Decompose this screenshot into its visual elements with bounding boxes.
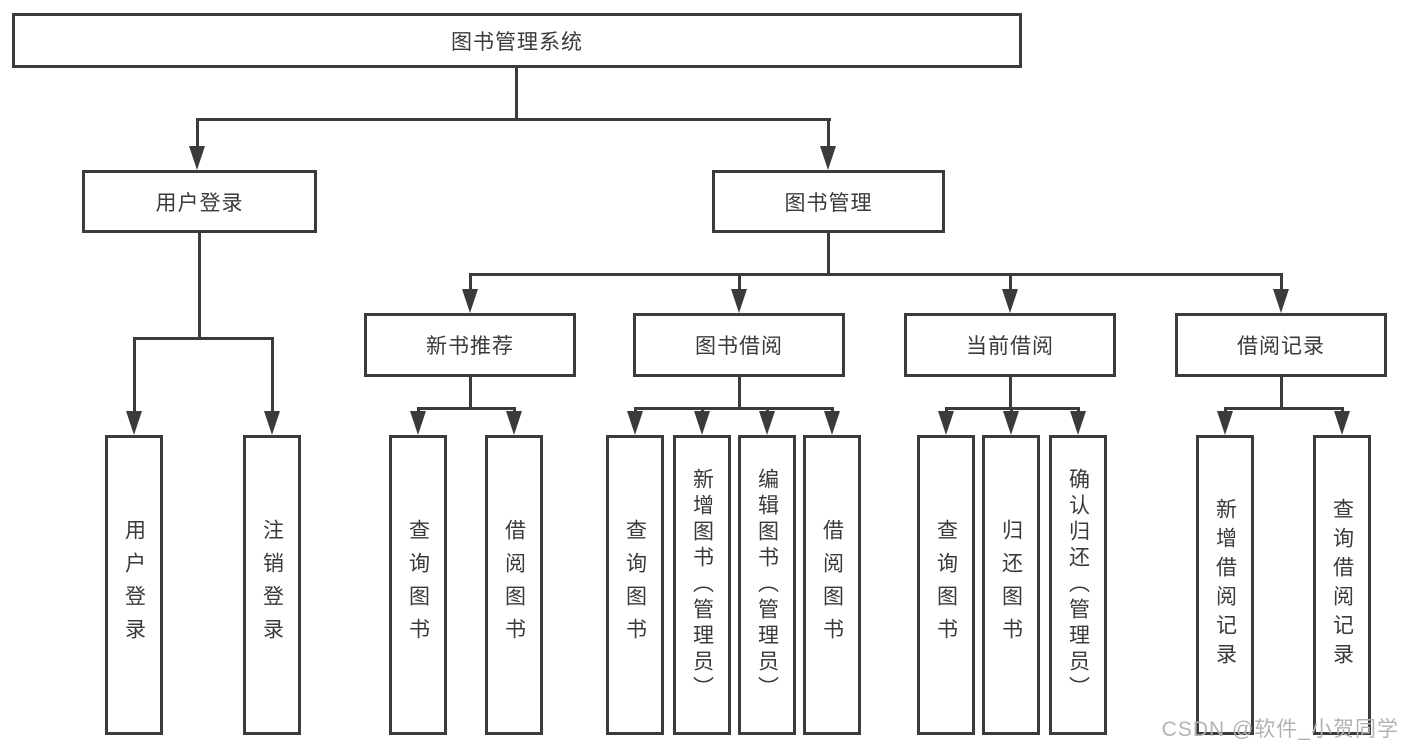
- connector-line: [1224, 407, 1344, 410]
- connector-line: [827, 118, 830, 152]
- node-book-borrow: 图书借阅: [633, 313, 845, 377]
- connector-line: [196, 118, 199, 152]
- node-return-books: 归还图书: [982, 435, 1040, 735]
- arrow-down-icon: [462, 289, 478, 313]
- node-user-login-leaf: 用户登录: [105, 435, 163, 735]
- node-borrow-records: 借阅记录: [1175, 313, 1387, 377]
- node-add-book-admin: 新增图书（管理员）: [673, 435, 731, 735]
- connector-line: [469, 377, 472, 407]
- node-query-books-recommend: 查询图书: [389, 435, 447, 735]
- arrow-down-icon: [694, 411, 710, 435]
- connector-line: [1009, 377, 1012, 407]
- node-new-book-recommend: 新书推荐: [364, 313, 576, 377]
- node-query-books-current: 查询图书: [917, 435, 975, 735]
- connector-line: [634, 407, 834, 410]
- arrow-down-icon: [824, 411, 840, 435]
- connector-line: [469, 273, 472, 295]
- node-book-management: 图书管理: [712, 170, 945, 233]
- arrow-down-icon: [820, 146, 836, 170]
- node-current-borrow: 当前借阅: [904, 313, 1116, 377]
- arrow-down-icon: [1002, 289, 1018, 313]
- connector-line: [515, 68, 518, 120]
- csdn-watermark: CSDN @软件_小贺同学: [1161, 718, 1399, 741]
- arrow-down-icon: [1273, 289, 1289, 313]
- node-add-borrow-record: 新增借阅记录: [1196, 435, 1254, 735]
- node-library-system: 图书管理系统: [12, 13, 1022, 68]
- arrow-down-icon: [731, 289, 747, 313]
- arrow-down-icon: [1070, 411, 1086, 435]
- arrow-down-icon: [1217, 411, 1233, 435]
- connector-line: [417, 407, 516, 410]
- connector-line: [1280, 273, 1283, 295]
- node-query-books-borrow: 查询图书: [606, 435, 664, 735]
- connector-line: [133, 337, 274, 340]
- node-logout: 注销登录: [243, 435, 301, 735]
- connector-line: [271, 337, 274, 415]
- connector-line: [1280, 377, 1283, 407]
- connector-line: [1009, 273, 1012, 295]
- connector-line: [827, 233, 830, 276]
- arrow-down-icon: [1334, 411, 1350, 435]
- arrow-down-icon: [189, 146, 205, 170]
- connector-line: [738, 273, 741, 295]
- node-edit-book-admin: 编辑图书（管理员）: [738, 435, 796, 735]
- node-borrow-books-recommend: 借阅图书: [485, 435, 543, 735]
- node-user-login: 用户登录: [82, 170, 317, 233]
- connector-line: [133, 337, 136, 415]
- arrow-down-icon: [759, 411, 775, 435]
- connector-line: [738, 377, 741, 407]
- connector-line: [198, 233, 201, 337]
- node-borrow-books-borrow: 借阅图书: [803, 435, 861, 735]
- arrow-down-icon: [264, 411, 280, 435]
- arrow-down-icon: [506, 411, 522, 435]
- connector-line: [196, 118, 831, 121]
- arrow-down-icon: [1003, 411, 1019, 435]
- connector-line: [469, 273, 1283, 276]
- node-confirm-return-admin: 确认归还（管理员）: [1049, 435, 1107, 735]
- node-query-borrow-record: 查询借阅记录: [1313, 435, 1371, 735]
- arrow-down-icon: [410, 411, 426, 435]
- arrow-down-icon: [126, 411, 142, 435]
- arrow-down-icon: [627, 411, 643, 435]
- arrow-down-icon: [938, 411, 954, 435]
